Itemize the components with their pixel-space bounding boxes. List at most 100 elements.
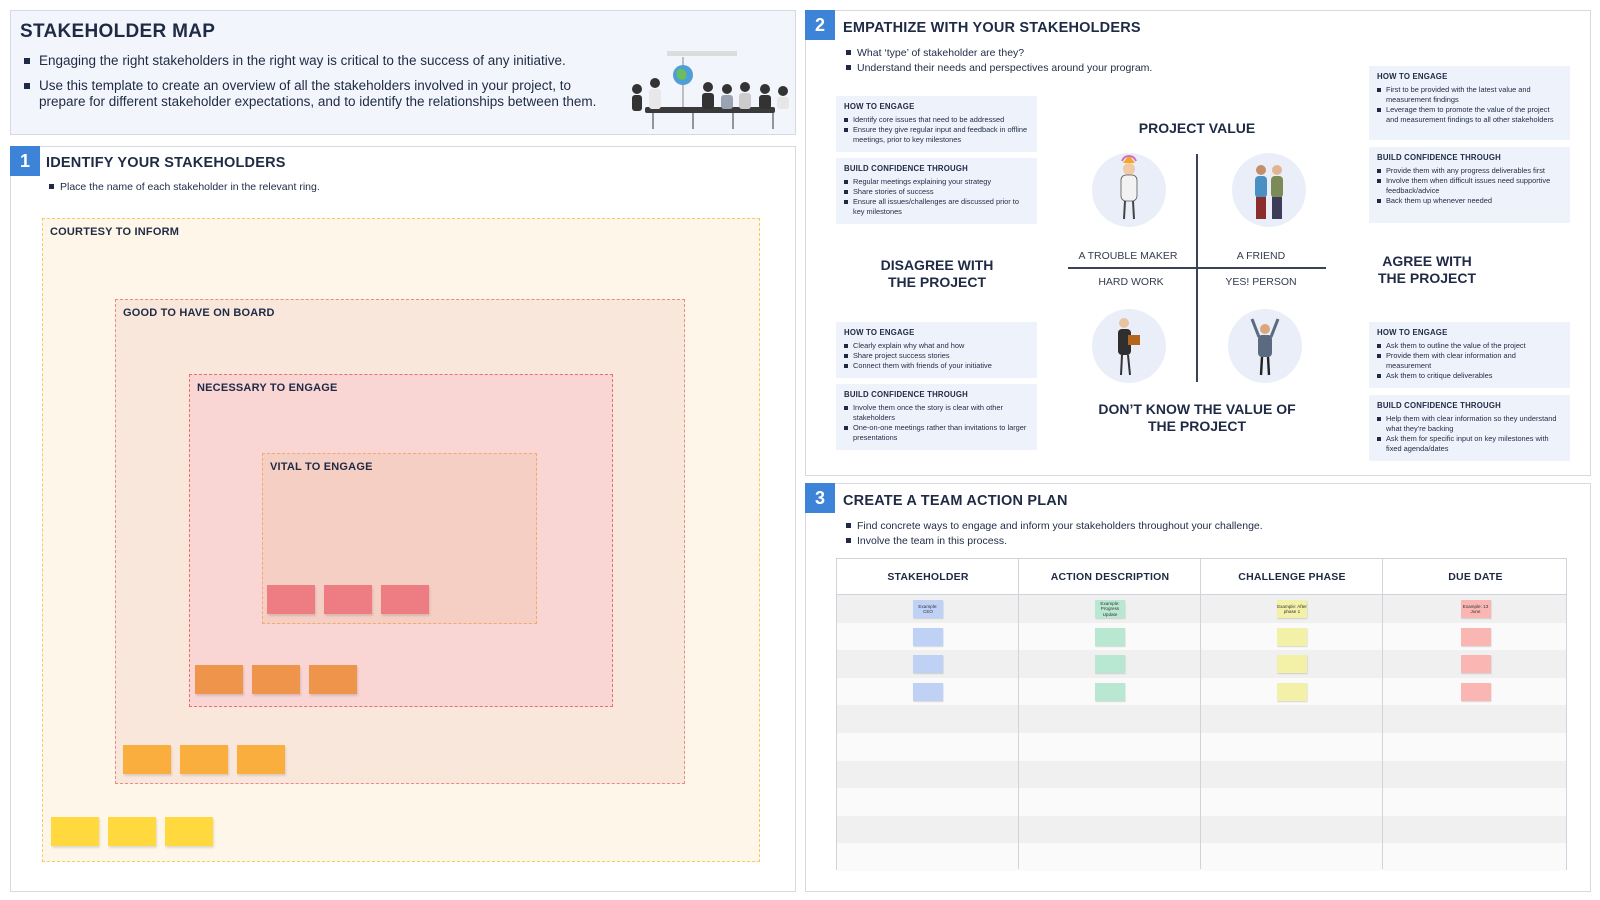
- sticky-note[interactable]: [123, 745, 171, 774]
- card-heading: BUILD CONFIDENCE THROUGH: [844, 164, 968, 173]
- card-item: Involve them once the story is clear wit…: [844, 403, 1029, 423]
- instruction-bullet: Involve the team in this process.: [845, 534, 1263, 549]
- sticky-note[interactable]: [913, 655, 943, 674]
- card-item: Share stories of success: [844, 187, 1029, 197]
- two-friends-icon: [1255, 165, 1283, 219]
- axis-label-right: AGREE WITH THE PROJECT: [1377, 253, 1476, 286]
- sticky-note[interactable]: [108, 817, 156, 846]
- ring-label: COURTESY TO INFORM: [50, 226, 180, 238]
- sticky-note[interactable]: Example: CEO: [913, 600, 943, 618]
- table-row: [837, 788, 1566, 816]
- sticky-note[interactable]: [237, 745, 285, 774]
- card-trouble-maker-confidence: BUILD CONFIDENCE THROUGH Regular meeting…: [836, 158, 1037, 224]
- card-hard-work-engage: HOW TO ENGAGE Clearly explain why what a…: [836, 322, 1037, 378]
- section-instructions: What ‘type’ of stakeholder are they? Und…: [845, 46, 1152, 76]
- sticky-note[interactable]: [1460, 627, 1491, 646]
- card-trouble-maker-engage: HOW TO ENGAGE Identify core issues that …: [836, 96, 1037, 152]
- card-item: Ensure all issues/challenges are discuss…: [844, 197, 1029, 217]
- card-heading: HOW TO ENGAGE: [1377, 328, 1448, 337]
- sticky-note[interactable]: [252, 665, 300, 694]
- sticky-note[interactable]: [324, 585, 372, 614]
- sticky-note[interactable]: Example: Progress Update: [1095, 600, 1125, 618]
- table-row: [837, 843, 1566, 871]
- card-item: Help them with clear information so they…: [1377, 414, 1562, 434]
- card-item: Identify core issues that need to be add…: [844, 115, 1029, 125]
- cheering-person-icon: [1250, 318, 1280, 376]
- quadrant-label-top-right: A FRIEND: [1236, 250, 1286, 262]
- card-yes-person-confidence: BUILD CONFIDENCE THROUGH Help them with …: [1369, 395, 1570, 461]
- sticky-note[interactable]: [195, 665, 243, 694]
- column-header: STAKEHOLDER: [887, 571, 969, 583]
- intro-bullet: Engaging the right stakeholders in the r…: [23, 53, 603, 69]
- column-divider: [1018, 559, 1019, 869]
- table-row: Example: CEO Example: Progress Update Exam…: [837, 595, 1566, 623]
- intro-panel: STAKEHOLDER MAP Engaging the right stake…: [10, 10, 796, 135]
- card-heading: BUILD CONFIDENCE THROUGH: [844, 390, 968, 399]
- quadrant-label-bottom-left: HARD WORK: [1098, 276, 1164, 288]
- sticky-note[interactable]: [913, 682, 943, 701]
- sticky-note[interactable]: [381, 585, 429, 614]
- card-item: Ask them to critique deliverables: [1377, 371, 1562, 381]
- card-yes-person-engage: HOW TO ENGAGE Ask them to outline the va…: [1369, 322, 1570, 388]
- sticky-note[interactable]: [1277, 682, 1307, 701]
- card-hard-work-confidence: BUILD CONFIDENCE THROUGH Involve them on…: [836, 384, 1037, 450]
- column-divider: [1382, 559, 1383, 869]
- table-row: [837, 760, 1566, 789]
- sticky-note[interactable]: Example: 13 June: [1460, 600, 1491, 618]
- card-item: Connect them with friends of your initia…: [844, 361, 1029, 371]
- instruction-bullet: Understand their needs and perspectives …: [845, 61, 1152, 76]
- table-row: [837, 733, 1566, 761]
- trouble-maker-avatar: [1092, 153, 1166, 227]
- instruction-bullet: Place the name of each stakeholder in th…: [48, 180, 320, 195]
- sticky-note[interactable]: [1095, 627, 1125, 646]
- sticky-note[interactable]: [1095, 682, 1125, 701]
- table-row: [837, 622, 1566, 651]
- sticky-note[interactable]: [1277, 655, 1307, 674]
- sticky-note[interactable]: [1095, 655, 1125, 674]
- card-heading: BUILD CONFIDENCE THROUGH: [1377, 401, 1501, 410]
- card-item: Involve them when difficult issues need …: [1377, 176, 1562, 196]
- action-plan-table: STAKEHOLDER ACTION DESCRIPTION CHALLENGE…: [836, 558, 1567, 871]
- table-header: STAKEHOLDER ACTION DESCRIPTION CHALLENGE…: [837, 559, 1566, 595]
- card-item: Ask them for specific input on key miles…: [1377, 434, 1562, 454]
- card-item: Provide them with any progress deliverab…: [1377, 166, 1562, 176]
- card-item: Ask them to outline the value of the pro…: [1377, 341, 1562, 351]
- card-item: Provide them with clear information and …: [1377, 351, 1562, 371]
- sticky-note[interactable]: [913, 627, 943, 646]
- friend-avatar: [1232, 153, 1306, 227]
- sticky-note[interactable]: [1277, 627, 1307, 646]
- sticky-note[interactable]: [309, 665, 357, 694]
- section-number: 1: [10, 146, 40, 176]
- card-item: Leverage them to promote the value of th…: [1377, 105, 1562, 125]
- card-item: Back them up whenever needed: [1377, 196, 1562, 206]
- identify-stakeholders-panel: 1 IDENTIFY YOUR STAKEHOLDERS Place the n…: [10, 146, 796, 892]
- person-carrying-box-icon: [1118, 318, 1140, 376]
- card-heading: HOW TO ENGAGE: [1377, 72, 1448, 81]
- horizontal-axis: [1068, 267, 1326, 269]
- sticky-note[interactable]: [1460, 682, 1491, 701]
- section-instructions: Place the name of each stakeholder in th…: [48, 180, 320, 195]
- card-friend-confidence: BUILD CONFIDENCE THROUGH Provide them wi…: [1369, 147, 1570, 223]
- table-row: [837, 677, 1566, 706]
- section-title: IDENTIFY YOUR STAKEHOLDERS: [46, 155, 286, 171]
- section-title: CREATE A TEAM ACTION PLAN: [843, 493, 1068, 509]
- section-instructions: Find concrete ways to engage and inform …: [845, 519, 1263, 549]
- sticky-note[interactable]: Example: After phase 1: [1277, 600, 1307, 618]
- sticky-note[interactable]: [1460, 655, 1491, 674]
- ring-label: NECESSARY TO ENGAGE: [197, 382, 338, 394]
- sticky-note[interactable]: [267, 585, 315, 614]
- card-friend-engage: HOW TO ENGAGE First to be provided with …: [1369, 66, 1570, 140]
- action-plan-panel: 3 CREATE A TEAM ACTION PLAN Find concret…: [805, 483, 1591, 892]
- table-row: [837, 650, 1566, 678]
- section-number: 2: [805, 10, 835, 40]
- intro-bullets: Engaging the right stakeholders in the r…: [23, 53, 603, 119]
- unicorn-person-icon: [1120, 154, 1138, 220]
- sticky-note[interactable]: [51, 817, 99, 846]
- section-title: EMPATHIZE WITH YOUR STAKEHOLDERS: [843, 20, 1141, 36]
- intro-bullet: Use this template to create an overview …: [23, 78, 603, 110]
- sticky-note[interactable]: [165, 817, 213, 846]
- ring-label: GOOD TO HAVE ON BOARD: [123, 307, 275, 319]
- card-item: Regular meetings explaining your strateg…: [844, 177, 1029, 187]
- sticky-note[interactable]: [180, 745, 228, 774]
- section-number: 3: [805, 483, 835, 513]
